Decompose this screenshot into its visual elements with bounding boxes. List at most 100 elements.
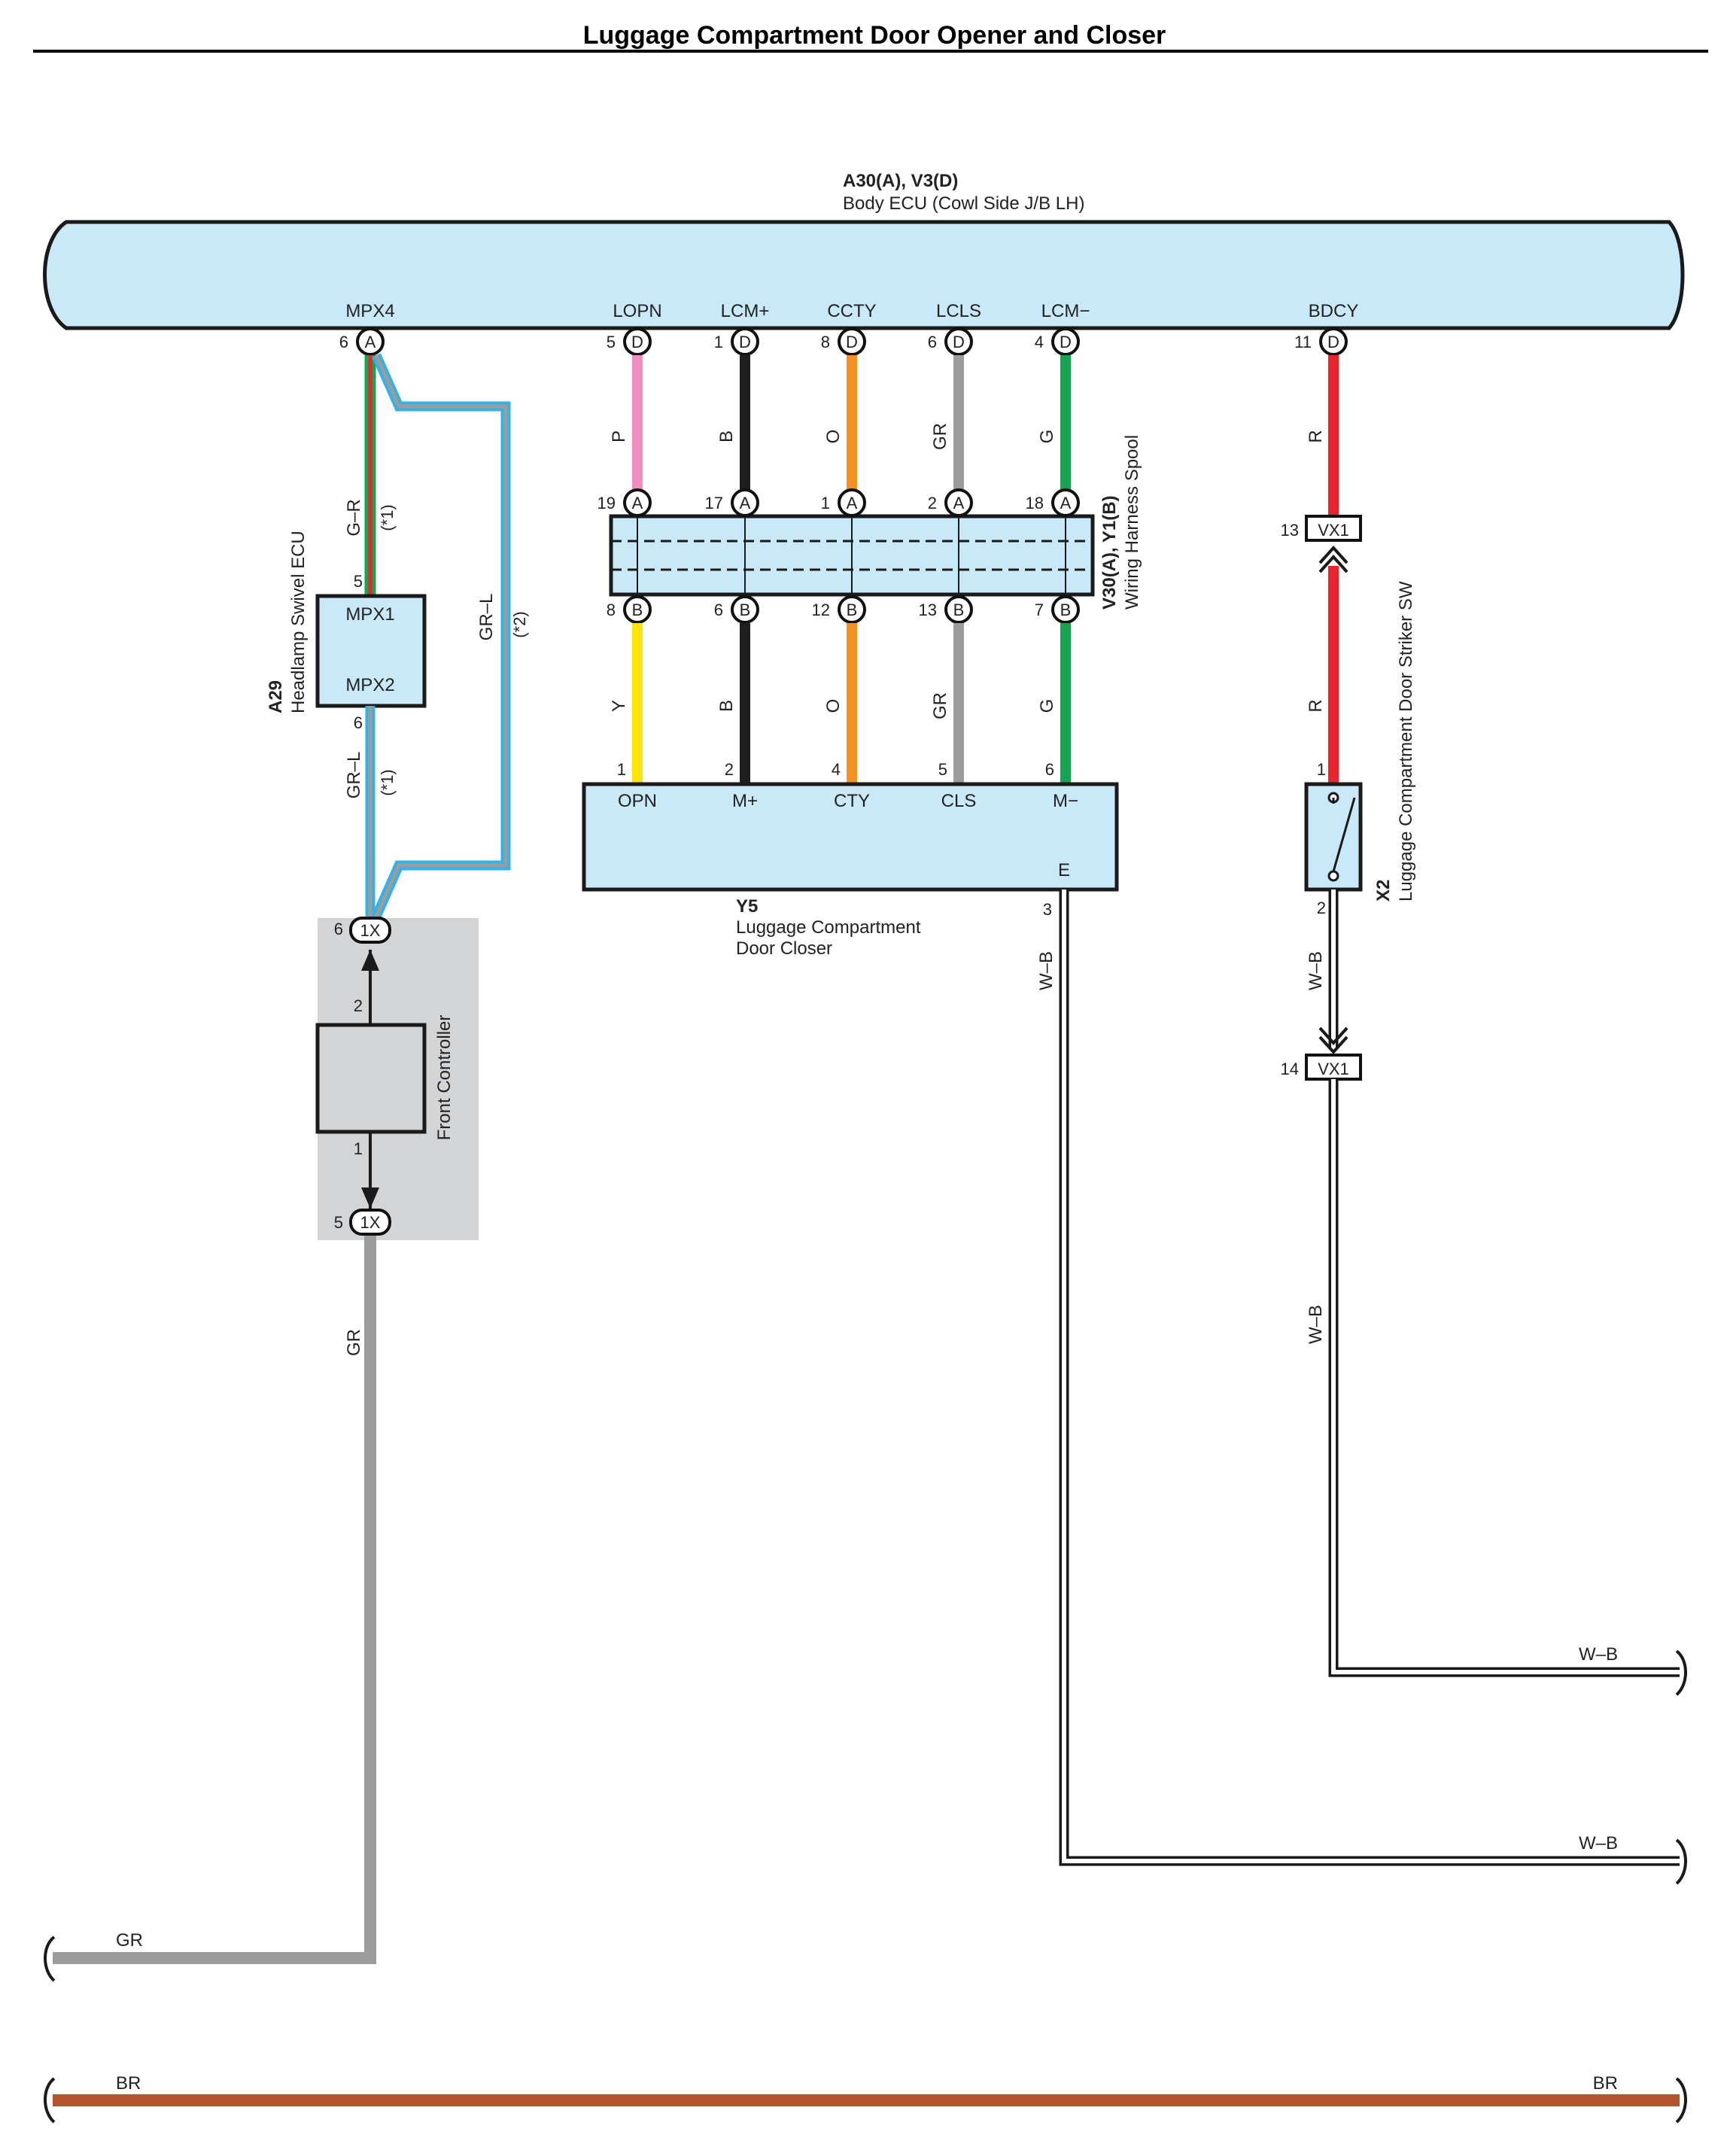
pin-number: 6	[339, 333, 348, 351]
wire-w-b	[1062, 889, 1680, 1863]
connector-letter: B	[740, 601, 751, 619]
connector-letter: D	[1327, 333, 1339, 351]
switch-blade-icon	[1332, 797, 1356, 872]
connector-letter: A	[847, 494, 858, 512]
connector-circle	[1051, 488, 1080, 517]
wire-label: W–B	[1306, 1305, 1326, 1344]
wiring-harness-spool: V30(A), Y1(B) Wiring Harness Spool	[609, 435, 1142, 610]
spool-bottom-connectors: B 8 B 6 B 12 B 13 B 7	[607, 595, 1080, 624]
pin-number: 17	[705, 494, 723, 512]
body-ecu: A30(A), V3(D) Body ECU (Cowl Side J/B LH…	[43, 171, 1685, 330]
pin-number: 13	[1281, 521, 1299, 540]
arrow-up-icon	[361, 950, 379, 971]
connector-circle	[838, 595, 866, 624]
wire-label: O	[823, 430, 844, 444]
pin-number: 2	[928, 494, 937, 512]
connector-letter: D	[953, 333, 965, 351]
connector-letter: D	[739, 333, 751, 351]
spool-name: Wiring Harness Spool	[1122, 435, 1142, 610]
terminal-number: 1	[617, 760, 626, 779]
note-label: (*1)	[378, 769, 397, 795]
wire-label: P	[609, 430, 629, 442]
pin-number: 5	[354, 572, 363, 591]
body-ecu-code: A30(A), V3(D)	[843, 171, 958, 191]
connector-letter: A	[632, 494, 643, 512]
ecu-pin-lcls: LCLS 6 D	[928, 301, 981, 356]
break-mark-icon	[1675, 1838, 1687, 1885]
wire-label: B	[716, 700, 737, 712]
wire-label: W–B	[1306, 951, 1326, 990]
ecu-pin-ccty: CCTY 8 D	[821, 301, 877, 356]
connector-letter: B	[632, 601, 643, 619]
ecu-pin-lopn: LOPN 5 D	[607, 301, 662, 356]
connector-circle	[356, 327, 385, 356]
front-controller-bottom-connector: 5 1X	[334, 1209, 391, 1236]
connector-code: 1X	[360, 921, 381, 940]
break-mark-icon	[44, 2077, 56, 2124]
edge-label: BR	[1593, 2073, 1618, 2094]
edge-label: W–B	[1579, 1644, 1618, 1665]
vx1-connector-bottom: 14 VX1	[1281, 1054, 1362, 1081]
connector-letter: D	[846, 333, 858, 351]
pin-number: 1	[714, 333, 723, 351]
connector-oval	[349, 1209, 391, 1236]
wire-label: G–R	[344, 499, 364, 536]
wire-w-b-outline	[1059, 889, 1680, 1866]
striker-sw-name: Luggage Compartment Door Striker SW	[1396, 581, 1416, 902]
pin-number: 11	[1294, 333, 1312, 351]
connector-circle	[623, 327, 652, 356]
ecu-pin-lcm-minus: LCM− 4 D	[1035, 301, 1090, 356]
connector-letter: B	[953, 601, 965, 619]
wire-label: G	[1037, 430, 1057, 444]
double-chevron-up-icon	[1318, 546, 1348, 573]
pin-label: LCM+	[721, 301, 770, 321]
terminal-number: 6	[1045, 760, 1054, 779]
pin-number: 12	[812, 601, 830, 619]
door-closer-body	[582, 782, 1119, 892]
wire-label: B	[716, 430, 737, 442]
double-chevron-down-icon	[1318, 1026, 1348, 1054]
front-controller-body	[315, 1023, 427, 1134]
terminal-label: M+	[732, 791, 758, 811]
door-closer-name: Door Closer	[736, 938, 832, 959]
connector-circle	[731, 488, 759, 517]
headlamp-ecu-out: MPX2	[345, 675, 394, 695]
door-closer: OPN M+ CTY CLS M− E Y5 Luggage Compartme…	[582, 782, 1119, 959]
headlamp-swivel-ecu: MPX1 MPX2 A29 Headlamp Swivel ECU	[266, 531, 427, 713]
connector-letter: A	[740, 494, 751, 512]
terminal-number: 2	[725, 760, 734, 779]
switch-contact-icon	[1327, 870, 1339, 882]
connector-letter: D	[1060, 333, 1072, 351]
pin-label: LCM−	[1041, 301, 1090, 321]
wire-label: GR–L	[344, 752, 364, 799]
pin-number: 2	[1317, 899, 1326, 917]
pin-number: 5	[334, 1213, 343, 1232]
wire-label: R	[1306, 699, 1326, 712]
note-label: (*1)	[378, 504, 397, 531]
wire-label: Y	[609, 700, 629, 712]
connector-circle	[1051, 595, 1080, 624]
connector-code: VX1	[1318, 521, 1349, 540]
pin-label: BDCY	[1309, 301, 1359, 321]
wire-w-b-outline	[1328, 1079, 1680, 1677]
connector-letter: A	[953, 494, 965, 512]
connector-letter: A	[365, 333, 376, 351]
connector-circle	[838, 488, 866, 517]
headlamp-ecu-code: A29	[266, 680, 286, 713]
pin-number: 3	[1043, 900, 1052, 919]
pin-number: 8	[821, 333, 830, 351]
pin-number: 2	[354, 996, 363, 1015]
headlamp-ecu-name: Headlamp Swivel ECU	[288, 531, 309, 713]
pin-label: LOPN	[613, 301, 661, 321]
spool-top-connectors: A 19 A 17 A 1 A 2 A 18	[597, 488, 1080, 517]
ecu-pin-lcm-plus: LCM+ 1 D	[714, 301, 770, 356]
terminal-number: 5	[938, 760, 947, 779]
arrow-down-icon	[361, 1187, 379, 1209]
spool-code: V30(A), Y1(B)	[1099, 495, 1120, 610]
wire-label: G	[1037, 699, 1057, 713]
pin-label: CCTY	[827, 301, 876, 321]
wire-label: GR	[930, 692, 950, 719]
wire-label: R	[1306, 430, 1326, 442]
connector-code: VX1	[1318, 1060, 1349, 1078]
